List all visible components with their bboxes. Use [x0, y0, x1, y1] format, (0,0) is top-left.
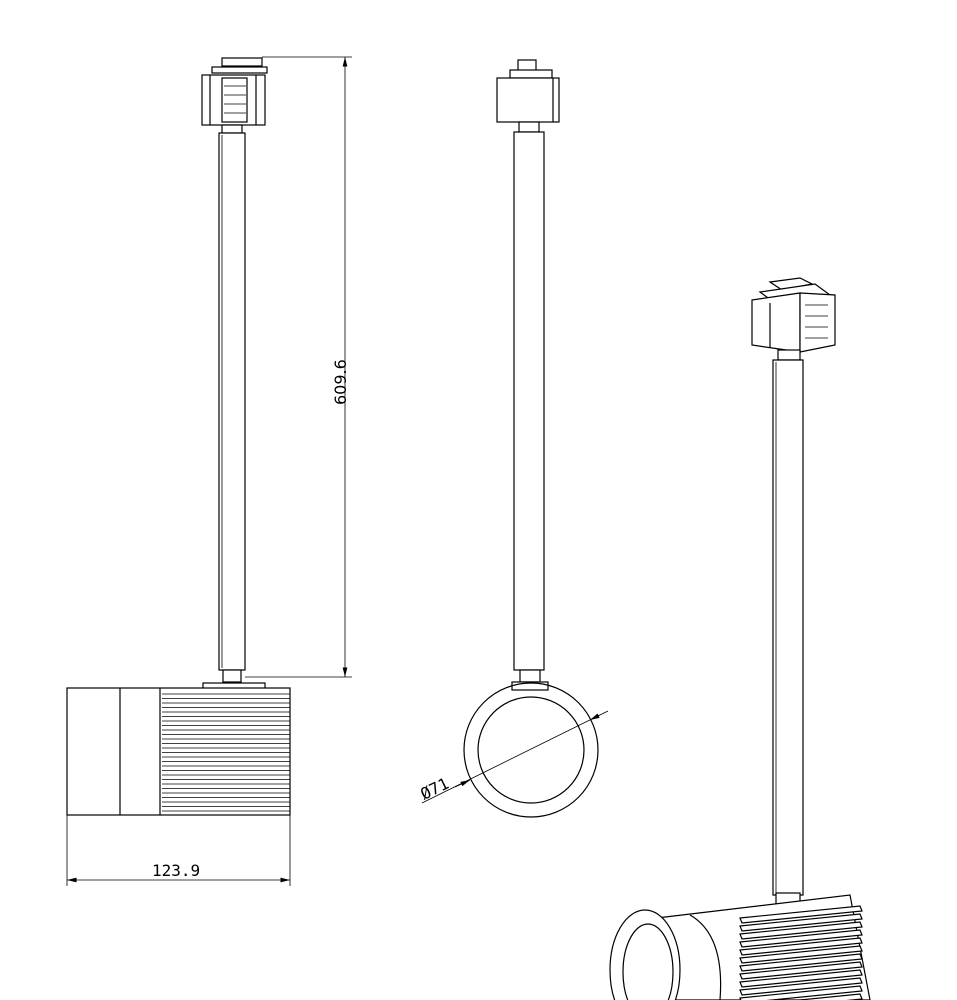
stem-rod	[218, 132, 246, 671]
lamp-body-side	[66, 687, 291, 816]
cooling-fin	[739, 953, 863, 972]
cooling-fin	[739, 937, 863, 956]
cooling-fin	[739, 945, 863, 964]
cooling-fin	[739, 905, 863, 924]
width-dimension: 123.9	[66, 815, 291, 886]
diameter-dimension-label: Ø71	[417, 774, 451, 804]
diameter-dimension: Ø71	[417, 710, 609, 804]
cooling-fin	[739, 969, 863, 988]
joint	[519, 669, 541, 683]
front-view: Ø71	[417, 59, 609, 818]
stem-rod	[513, 131, 545, 671]
track-adapter	[201, 57, 268, 134]
cooling-fin	[739, 921, 863, 940]
stem-rod	[772, 359, 804, 896]
height-dimension-label: 609.6	[331, 359, 350, 405]
cooling-fin	[739, 961, 863, 980]
cooling-fin	[739, 913, 863, 932]
inner-ring	[477, 696, 585, 804]
cooling-fin	[793, 993, 863, 1000]
track-adapter	[496, 59, 560, 133]
joint	[222, 669, 242, 683]
height-dimension: 609.6	[245, 56, 352, 678]
width-dimension-label: 123.9	[152, 861, 200, 880]
side-view: 609.6 123.9	[66, 56, 352, 886]
cooling-fin	[739, 977, 863, 996]
lamp-body-iso	[609, 894, 871, 1000]
isometric-view	[609, 277, 871, 1000]
track-adapter	[751, 277, 836, 361]
cooling-fin	[739, 985, 863, 1000]
cooling-fin	[739, 929, 863, 948]
outer-ring	[463, 682, 599, 818]
